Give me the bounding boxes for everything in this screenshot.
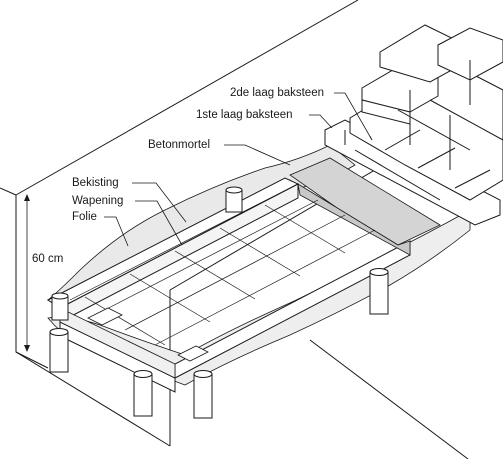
brick-layer-2-label: 2de laag baksteen: [230, 87, 324, 99]
spacer-blocks: [87, 307, 209, 362]
concrete-fill: [289, 157, 441, 256]
depth-dimension: [24, 194, 30, 352]
concrete-label: Betonmortel: [148, 139, 210, 151]
depth-label: 60 cm: [32, 253, 63, 265]
reinforcement-grid: [69, 187, 376, 346]
brick-layer-1-label: 1ste laag baksteen: [196, 109, 293, 121]
brick-courses: [324, 24, 503, 226]
formwork-label: Bekisting: [72, 177, 119, 189]
reinforcement-label: Wapening: [72, 195, 123, 207]
leader-lines: [104, 92, 373, 247]
foil-label: Folie: [72, 211, 97, 223]
support-posts: [49, 186, 389, 419]
